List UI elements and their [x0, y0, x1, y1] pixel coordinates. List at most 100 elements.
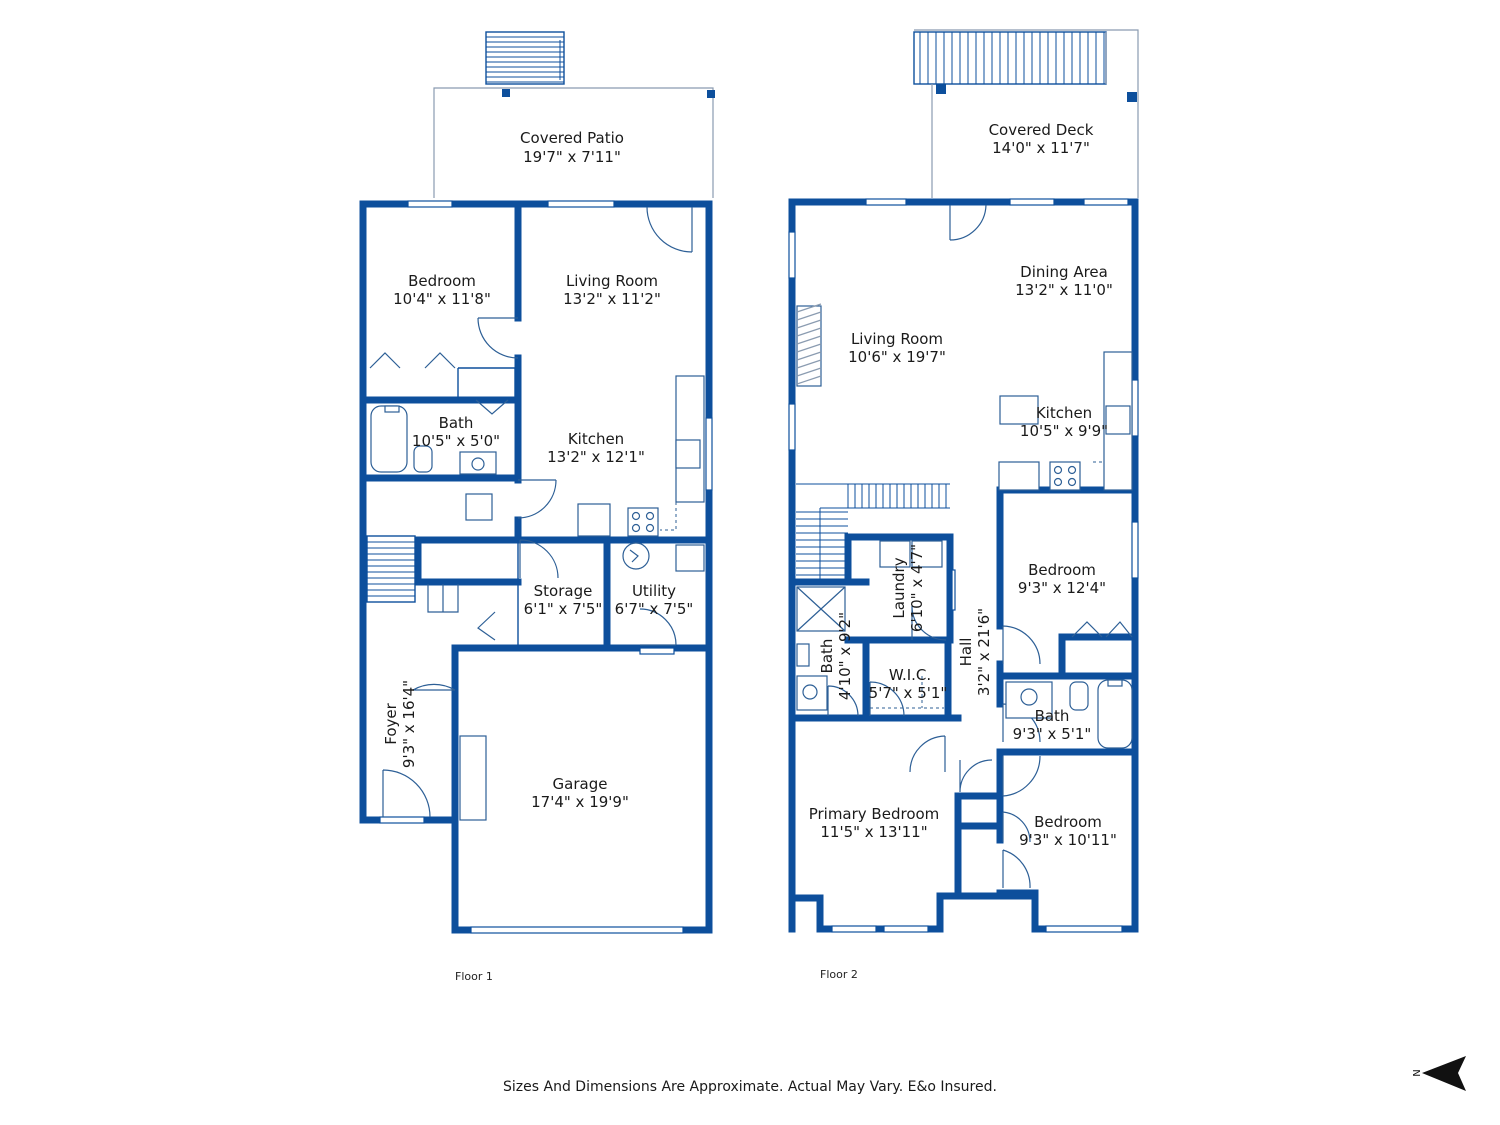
door-swing: [959, 759, 993, 793]
covered-deck-name: Covered Deck: [989, 121, 1094, 139]
door-swing: [827, 685, 859, 717]
tub-faucet: [1107, 679, 1123, 687]
bath-f2a-name: Bath: [818, 639, 836, 674]
floor-1-label: Floor 1: [455, 970, 493, 983]
washer: [879, 540, 911, 568]
room-labels: Covered Patio 19'7" x 7'11" Bedroom 10'4…: [382, 121, 1117, 849]
window: [1045, 925, 1123, 933]
refrigerator: [998, 461, 1040, 491]
patio-post: [502, 89, 510, 97]
living-room-f1-name: Living Room: [566, 272, 658, 290]
sink: [802, 684, 818, 700]
laundry-dimensions: 6'10" x 4'7": [908, 544, 926, 632]
foyer-dimensions: 9'3" x 16'4": [400, 680, 418, 768]
table: [465, 493, 493, 521]
closet-doors: [369, 352, 456, 369]
living-room-f2-dimensions: 10'6" x 19'7": [848, 348, 946, 366]
window: [547, 200, 615, 208]
dryer: [911, 540, 943, 568]
window: [1083, 198, 1129, 206]
bath-f1-name: Bath: [439, 414, 474, 432]
furnace: [675, 544, 705, 572]
kitchen-sink: [1105, 405, 1131, 435]
fireplace: [796, 303, 822, 387]
north-arrow-icon: N: [1410, 1056, 1466, 1091]
window: [788, 231, 796, 279]
window: [883, 925, 929, 933]
tub-faucet: [384, 405, 400, 413]
door-swing: [519, 539, 559, 579]
door-swing: [639, 608, 677, 646]
kitchen-f1-dimensions: 13'2" x 12'1": [547, 448, 645, 466]
bathtub: [370, 405, 408, 473]
garage-shelf: [459, 735, 487, 821]
door-swing: [911, 605, 947, 641]
bath-f2b-name: Bath: [1035, 707, 1070, 725]
sink: [1020, 688, 1038, 706]
disclaimer-text: Sizes And Dimensions Are Approximate. Ac…: [503, 1079, 997, 1095]
floor-2-plan: [788, 29, 1139, 933]
door-swing: [1002, 755, 1041, 797]
utility-name: Utility: [632, 582, 676, 600]
range-stove: [1049, 461, 1081, 491]
door-swing: [382, 769, 431, 818]
window: [951, 569, 956, 611]
closet-doors: [427, 584, 459, 613]
kitchen-f1-name: Kitchen: [568, 430, 624, 448]
bath-f1-dimensions: 10'5" x 5'0": [412, 432, 500, 450]
primary-bedroom-dimensions: 11'5" x 13'11": [820, 823, 927, 841]
shower: [796, 586, 846, 632]
bedroom-f2b-name: Bedroom: [1034, 813, 1102, 831]
covered-deck-outline: [914, 29, 1139, 198]
window: [865, 198, 907, 206]
dining-area-dimensions: 13'2" x 11'0": [1015, 281, 1113, 299]
window: [639, 647, 675, 655]
window: [1009, 198, 1055, 206]
laundry-name: Laundry: [890, 557, 908, 618]
bedroom-f2a-name: Bedroom: [1028, 561, 1096, 579]
window: [407, 200, 453, 208]
patio-stairs: [485, 31, 565, 85]
toilet: [796, 643, 810, 667]
covered-deck-dimensions: 14'0" x 11'7": [992, 139, 1090, 157]
counter-outline: [1090, 446, 1105, 463]
bedroom-f2a-dimensions: 9'3" x 12'4": [1018, 579, 1106, 597]
toilet: [413, 445, 433, 473]
kitchen-f2-dimensions: 10'5" x 9'9": [1020, 422, 1108, 440]
floor-2-label: Floor 2: [820, 968, 858, 981]
range-stove: [627, 507, 659, 537]
counter-outline: [660, 502, 677, 531]
foyer-name: Foyer: [382, 702, 400, 744]
wic-rod: [870, 676, 944, 709]
door-swing: [477, 611, 496, 641]
garage-door: [470, 926, 684, 934]
door-swing: [949, 204, 987, 241]
garage-name: Garage: [553, 775, 608, 793]
window: [379, 816, 425, 824]
wic-name: W.I.C.: [889, 666, 931, 684]
covered-patio-name: Covered Patio: [520, 129, 624, 147]
bedroom-f1-dimensions: 10'4" x 11'8": [393, 290, 491, 308]
door-swing: [869, 681, 905, 717]
door-swing: [1002, 625, 1041, 665]
floor-1-plan: [359, 31, 715, 934]
bath-f2b-dimensions: 9'3" x 5'1": [1013, 725, 1092, 743]
deck-post: [1127, 92, 1137, 102]
dining-area-name: Dining Area: [1020, 263, 1108, 281]
deck-stairs: [913, 31, 1107, 85]
closet: [457, 367, 516, 400]
north-label: N: [1410, 1069, 1421, 1076]
bedroom-f1-name: Bedroom: [408, 272, 476, 290]
door-swing: [477, 317, 519, 359]
door-swing: [517, 479, 557, 519]
kitchen-f2-name: Kitchen: [1036, 404, 1092, 422]
window: [705, 417, 713, 491]
hall-name: Hall: [957, 638, 975, 667]
kitchen-counter: [675, 375, 705, 503]
patio-post: [707, 90, 715, 98]
covered-patio-outline: [433, 87, 714, 198]
door-swing: [909, 735, 946, 773]
door-swing: [1002, 849, 1031, 889]
water-heater: [622, 542, 650, 570]
